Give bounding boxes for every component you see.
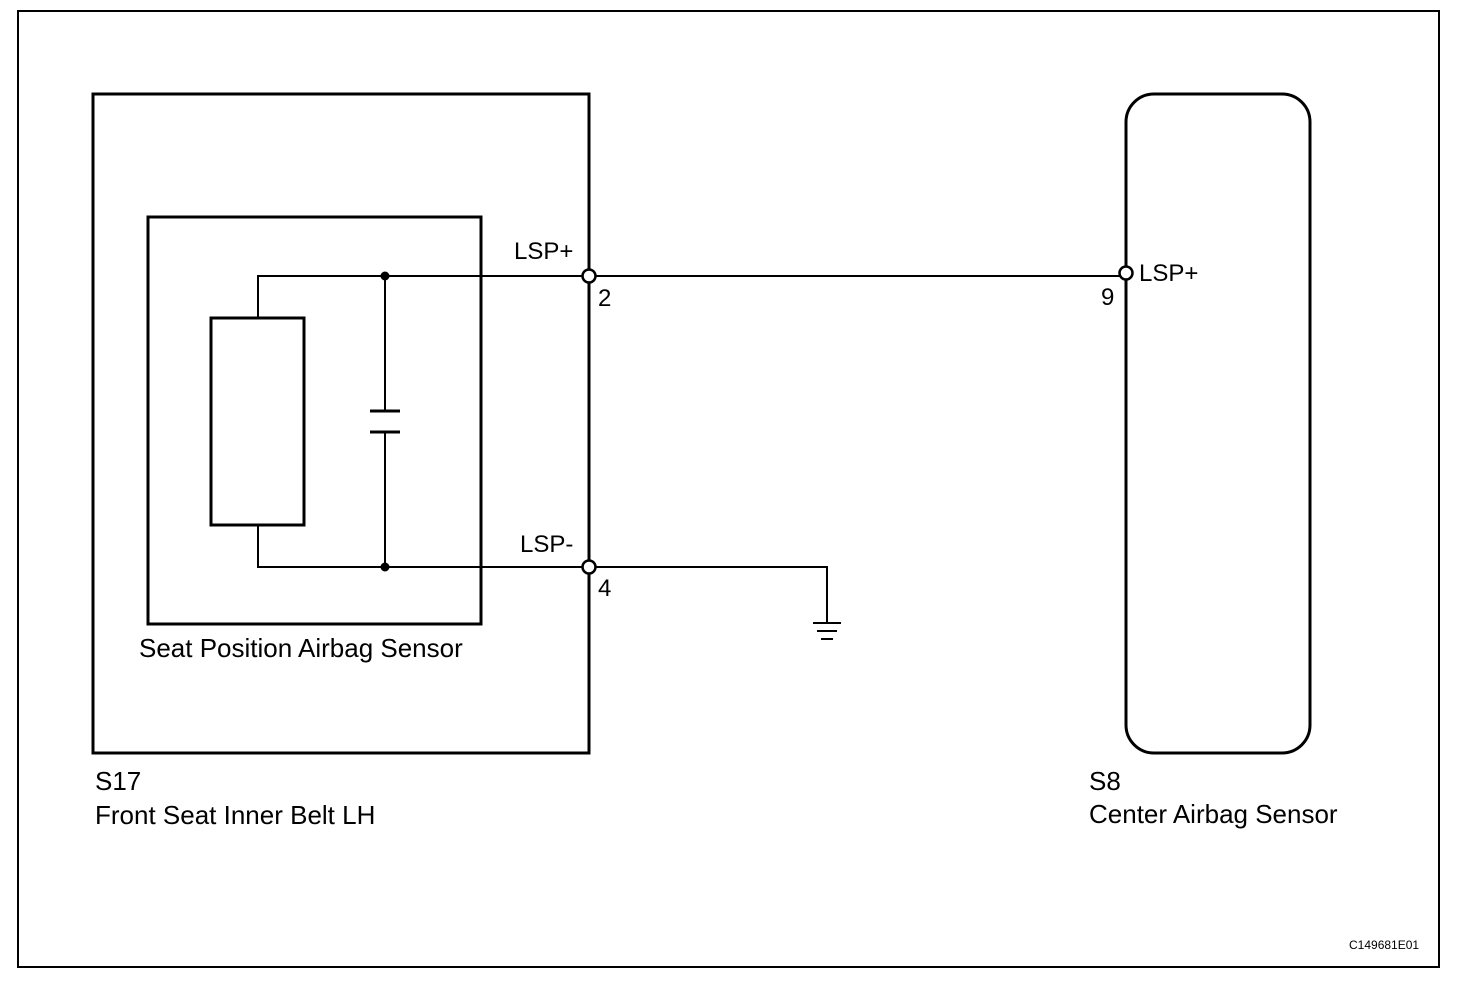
s8-component-box — [1124, 92, 1312, 755]
figure-code: C149681E01 — [1349, 938, 1420, 952]
s8-code-label: S8 — [1089, 766, 1121, 796]
s17-pin-4-name: LSP- — [520, 531, 574, 558]
s8-pin-9-terminal — [1118, 265, 1134, 281]
s17-pin-4-terminal — [581, 559, 597, 575]
s17-pin-2-name: LSP+ — [514, 238, 574, 265]
s17-code-label: S17 — [95, 766, 142, 796]
s8-name-label: Center Airbag Sensor — [1089, 799, 1338, 829]
s17-pin-2-number: 2 — [598, 285, 612, 312]
seat-position-sensor-box — [146, 215, 483, 626]
s17-name-label: Front Seat Inner Belt LH — [95, 800, 376, 830]
ground-icon — [813, 622, 841, 640]
s17-pin-2-terminal — [581, 268, 597, 284]
seat-position-sensor-label: Seat Position Airbag Sensor — [139, 633, 463, 663]
capacitor-icon — [370, 276, 400, 567]
s17-pin-4-number: 4 — [598, 575, 612, 602]
wire-lsp-minus-ground — [596, 566, 828, 622]
resistor-icon — [209, 275, 385, 568]
diagram-frame — [17, 10, 1440, 968]
s17-component-box — [91, 92, 591, 755]
s8-pin-9-number: 9 — [1101, 284, 1115, 311]
s8-pin-9-name: LSP+ — [1139, 260, 1199, 287]
